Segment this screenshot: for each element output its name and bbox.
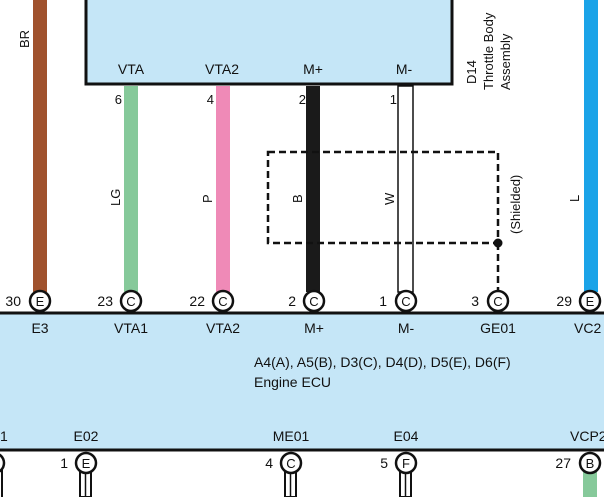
throttle-terminal-mplus: M+ [303, 61, 323, 77]
ecu-connectors-list: A4(A), A5(B), D3(C), D4(D), D5(E), D6(F) [254, 354, 511, 370]
wire-lg [124, 86, 138, 292]
wire-l [584, 0, 598, 292]
ecu-terminal-vta2: VTA2 [206, 320, 240, 336]
shield-junction-dot [493, 238, 503, 248]
ecu-pin-e3: 30 E [5, 289, 52, 313]
wire-p [216, 86, 230, 292]
throttle-body-id: D14 [464, 60, 479, 84]
throttle-pin-vta2: 4 [207, 92, 214, 107]
ecu-pin-mplus: 2 C [288, 289, 326, 313]
ecu-pin-vc2: 29 E [556, 289, 602, 313]
ecu-name: Engine ECU [254, 374, 331, 390]
ecu-connector-letter: C [126, 294, 135, 309]
ecu-pin-number: 2 [288, 293, 296, 309]
ecu-bottom-label-me01: ME01 [273, 428, 310, 444]
ecu-terminal-ge01: GE01 [480, 320, 516, 336]
ecu-connector-letter: C [493, 294, 502, 309]
throttle-pin-mminus: 1 [390, 92, 397, 107]
throttle-terminal-mminus: M- [396, 61, 413, 77]
wire-label-w: W [382, 192, 397, 205]
ecu-bottom-pin-vcp2: 27 B [555, 451, 602, 475]
ecu-terminal-vc2: VC2 [574, 320, 601, 336]
ecu-pin-number: 1 [379, 293, 387, 309]
wire-label-p: P [200, 194, 215, 203]
ecu-bottom-pin-e04: 5 F [380, 451, 418, 475]
ecu-pin-number: 3 [471, 293, 479, 309]
ecu-connector-letter: C [309, 294, 318, 309]
wire-label-lg: LG [108, 189, 123, 206]
wire-w [397, 85, 414, 293]
throttle-body-box [84, 0, 454, 86]
wire-br [33, 0, 47, 292]
throttle-terminal-vta: VTA [118, 61, 145, 77]
ecu-box [0, 311, 604, 452]
shield-label: (Shielded) [508, 175, 523, 234]
ecu-pin-number: 30 [5, 293, 21, 309]
ecu-connector-letter: B [586, 456, 595, 471]
ecu-bottom-label-left: 1 [0, 428, 8, 444]
ecu-connector-letter: C [218, 294, 227, 309]
ecu-pin-number: 27 [555, 455, 571, 471]
ecu-bottom-pin-me01: 4 C [265, 451, 303, 475]
ecu-pin-number: 23 [97, 293, 113, 309]
ecu-terminal-mminus: M- [398, 320, 415, 336]
ecu-terminal-mplus: M+ [304, 320, 324, 336]
ecu-bottom-pin-e02: 1 E [60, 451, 98, 475]
ecu-pin-number: 22 [189, 293, 205, 309]
ecu-bottom-label-vcp2: VCP2 [570, 428, 604, 444]
ecu-bottom-label-e02: E02 [74, 428, 99, 444]
ecu-connector-letter: E [586, 294, 595, 309]
throttle-pin-mplus: 2 [299, 92, 306, 107]
throttle-body-name-line1: Throttle Body [481, 12, 496, 90]
ecu-pin-number: 29 [556, 293, 572, 309]
ecu-terminal-e3: E3 [31, 320, 48, 336]
ecu-pin-mminus: 1 C [379, 289, 418, 313]
ecu-connector-letter: C [286, 456, 295, 471]
wire-label-b: B [290, 194, 305, 203]
wire-label-l: L [567, 195, 582, 202]
ecu-pin-number: 1 [60, 455, 68, 471]
ecu-terminal-vta1: VTA1 [114, 320, 148, 336]
throttle-body-name-line2: Assembly [498, 33, 513, 90]
wire-label-br: BR [17, 30, 32, 48]
ecu-pin-ge01: 3 C [471, 289, 510, 313]
ecu-connector-letter: E [36, 294, 45, 309]
bottom-wire-vcp2 [583, 468, 597, 497]
ecu-connector-letter: F [402, 456, 410, 471]
throttle-pin-vta: 6 [115, 92, 122, 107]
wire-b [306, 86, 320, 292]
ecu-connector-letter: C [401, 294, 410, 309]
ecu-pin-number: 4 [265, 455, 273, 471]
ecu-bottom-label-e04: E04 [394, 428, 419, 444]
throttle-terminal-vta2: VTA2 [205, 61, 239, 77]
ecu-bottom-pin-left-partial [0, 453, 6, 473]
ecu-pin-number: 5 [380, 455, 388, 471]
ecu-pin-vta1: 23 C [97, 289, 143, 313]
ecu-connector-letter: E [82, 456, 91, 471]
ecu-pin-vta2: 22 C [189, 289, 235, 313]
